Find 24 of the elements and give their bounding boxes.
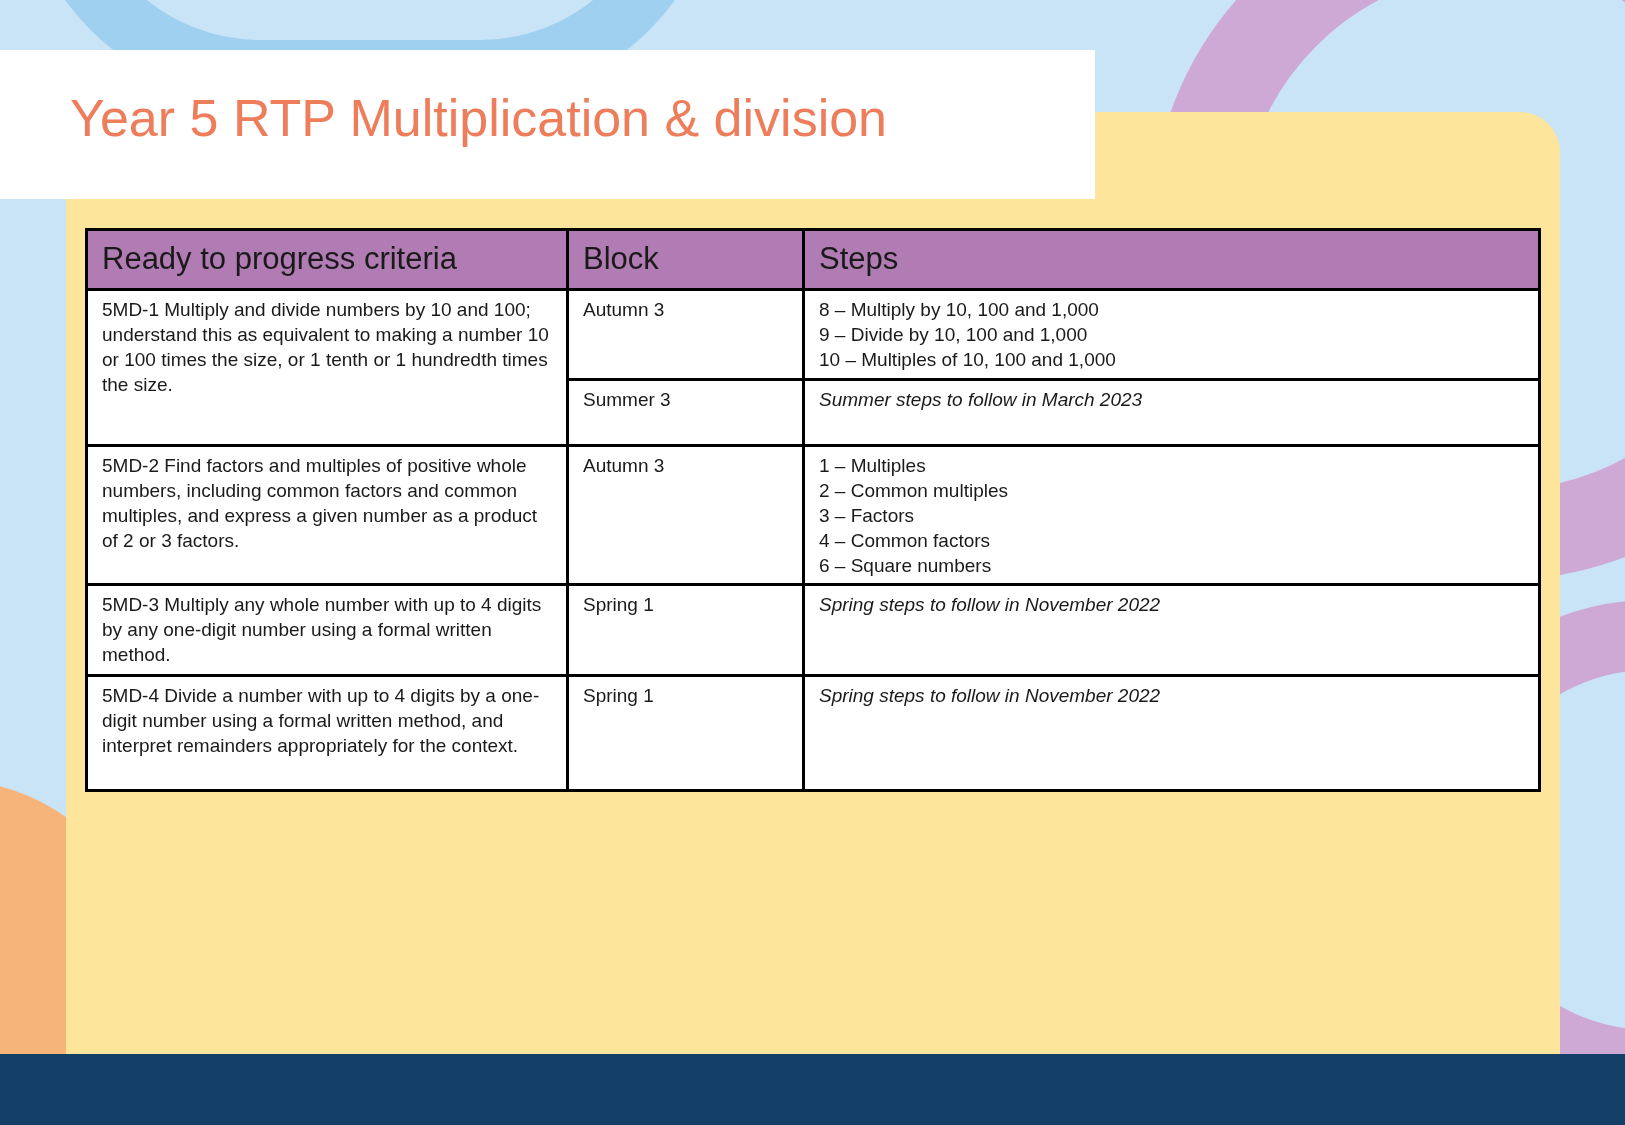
table-cell-text: 6 – Square numbers: [819, 554, 993, 578]
table-cell-text: Autumn 3: [583, 454, 666, 478]
table-cell-text: 1 – Multiples: [819, 454, 927, 478]
table-cell-text: 5MD-4 Divide a number with up to 4 digits by a one-digit number using a formal written method, and interpret remainders appropriately for the context.: [102, 684, 541, 758]
table-cell-text: 5MD-1 Multiply and divide numbers by 10 and 100; understand this as equivalent to making a number 10 or 100 times the size, or 1 tenth or 1 hundredth times the size.: [102, 298, 550, 397]
table-cell-text: 3 – Factors: [819, 504, 916, 528]
table-cell-text: Autumn 3: [583, 298, 666, 322]
table-cell-text: Spring steps to follow in November 2022: [819, 684, 1162, 708]
table-cell-text: 10 – Multiples of 10, 100 and 1,000: [819, 348, 1117, 372]
column-header: Ready to progress criteria: [102, 240, 457, 279]
table-cell-text: 8 – Multiply by 10, 100 and 1,000: [819, 298, 1100, 322]
table-cell-text: 9 – Divide by 10, 100 and 1,000: [819, 323, 1089, 347]
table-cell-text: 2 – Common multiples: [819, 479, 1010, 503]
column-header: Steps: [819, 240, 899, 279]
table-cell-text: 5MD-3 Multiply any whole number with up to 4 digits by any one-digit number using a formal written method.: [102, 593, 543, 667]
table-cell-text: Spring 1: [583, 684, 655, 708]
table-cell-text: 5MD-2 Find factors and multiples of positive whole numbers, including common factors and common multiples, and express a given number as a product of 2 or 3 factors.: [102, 454, 539, 553]
table-cell-text: Summer steps to follow in March 2023: [819, 388, 1144, 412]
table-cell-text: Summer 3: [583, 388, 672, 412]
table-cell-text: Spring 1: [583, 593, 655, 617]
title: Year 5 RTP Multiplication & division: [70, 88, 888, 149]
table-cell-text: 4 – Common factors: [819, 529, 992, 553]
table-cell-text: Spring steps to follow in November 2022: [819, 593, 1162, 617]
column-header: Block: [583, 240, 659, 279]
